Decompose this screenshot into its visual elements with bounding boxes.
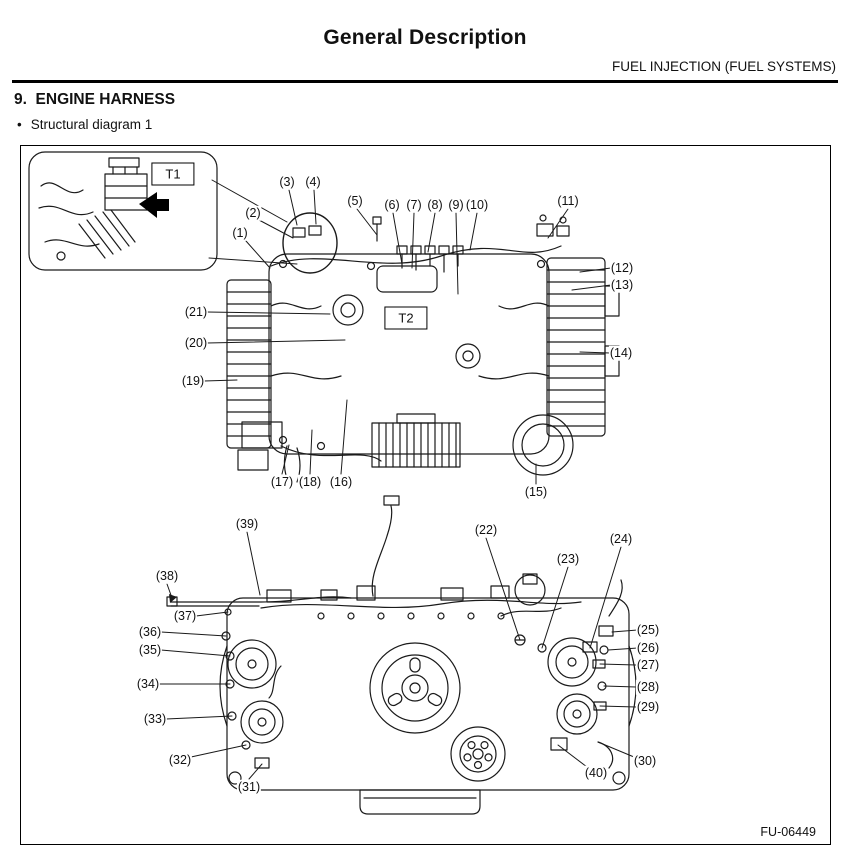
callout-25: (25) — [635, 622, 661, 638]
callout-19: (19) — [180, 373, 206, 389]
callout-34: (34) — [135, 676, 161, 692]
callout-6: (6) — [383, 197, 401, 213]
callout-33: (33) — [142, 711, 168, 727]
list-item-structural-diagram: Structural diagram 1 — [17, 117, 153, 132]
label-box-t2: T2 — [384, 306, 428, 330]
callout-13: (13) — [609, 277, 635, 293]
top-engine-art — [226, 214, 620, 485]
callout-37: (37) — [172, 608, 198, 624]
callout-22: (22) — [473, 522, 499, 538]
callout-9: (9) — [447, 197, 465, 213]
callout-11: (11) — [556, 193, 580, 209]
callout-7: (7) — [405, 197, 423, 213]
inset-view-art — [28, 151, 218, 271]
callout-24: (24) — [608, 531, 634, 547]
callout-4: (4) — [304, 174, 322, 190]
callout-35: (35) — [137, 642, 163, 658]
inset-pointer-arrow — [139, 192, 169, 218]
highlight-ellipse — [282, 212, 338, 274]
leader-lines — [158, 189, 638, 780]
callout-18: (18) — [297, 474, 323, 490]
callout-8: (8) — [426, 197, 444, 213]
callout-14: (14) — [608, 345, 634, 361]
callout-1: (1) — [231, 225, 249, 241]
callout-23: (23) — [555, 551, 581, 567]
callout-20: (20) — [183, 335, 209, 351]
callout-3: (3) — [278, 174, 296, 190]
callout-12: (12) — [609, 260, 635, 276]
arrowhead-38 — [169, 594, 177, 603]
callout-5: (5) — [346, 193, 364, 209]
callout-27: (27) — [635, 657, 661, 673]
callout-36: (36) — [137, 624, 163, 640]
page-title: General Description — [323, 26, 527, 49]
diagram-frame: T1 T2 (1) (2) (3) (4) (5) (6) (7) (8) (9… — [20, 145, 831, 845]
callout-26: (26) — [635, 640, 661, 656]
engine-diagram-artwork — [28, 151, 638, 815]
callout-21: (21) — [183, 304, 209, 320]
bottom-engine-art — [166, 495, 637, 815]
callout-16: (16) — [328, 474, 354, 490]
callout-31: (31) — [236, 779, 262, 795]
callout-39: (39) — [234, 516, 260, 532]
callout-10: (10) — [464, 197, 490, 213]
callout-28: (28) — [635, 679, 661, 695]
callout-32: (32) — [167, 752, 193, 768]
callout-15: (15) — [523, 484, 549, 500]
label-box-t1: T1 — [151, 162, 195, 186]
callout-38: (38) — [154, 568, 180, 584]
figure-code: FU-06449 — [760, 825, 816, 839]
callout-29: (29) — [635, 699, 661, 715]
callout-40: (40) — [583, 765, 609, 781]
callout-17: (17) — [269, 474, 295, 490]
callout-2: (2) — [244, 205, 262, 221]
callout-30: (30) — [632, 753, 658, 769]
page-subtitle: FUEL INJECTION (FUEL SYSTEMS) — [611, 59, 836, 74]
header-divider — [12, 80, 838, 83]
section-heading: 9. ENGINE HARNESS — [14, 91, 176, 108]
